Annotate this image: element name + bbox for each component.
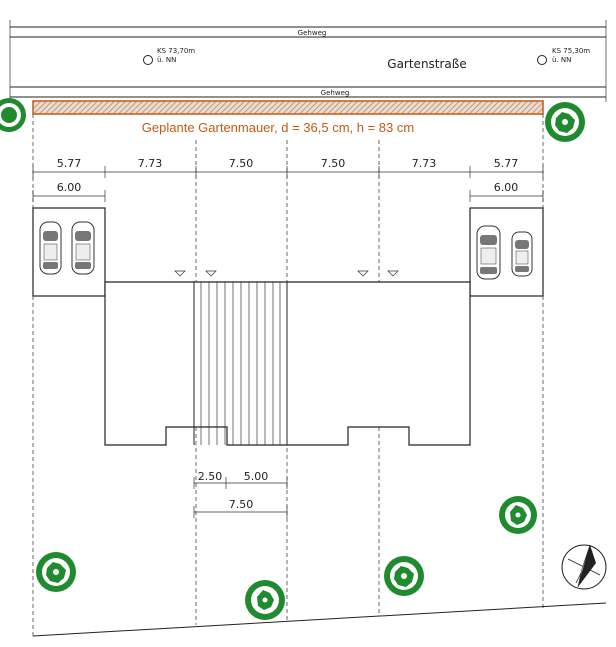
- level-left-line1: KS 73,70m: [157, 47, 195, 55]
- north-arrow-icon: [561, 544, 607, 590]
- level-marker-icon: [143, 55, 153, 65]
- top-dimension-row: 5.77 7.73 7.50 7.50 7.73 5.77: [32, 157, 544, 178]
- dim-label: 7.50: [229, 498, 254, 511]
- car-icon: [39, 221, 62, 275]
- street-area: Gehweg Gehweg Gartenstraße KS 73,70m ü. …: [9, 20, 607, 102]
- level-right-line1: KS 75,30m: [552, 47, 590, 55]
- tree-icon: [36, 552, 76, 592]
- dim-label: 7.73: [138, 157, 163, 170]
- car-icon: [476, 225, 501, 280]
- car-icon: [511, 231, 533, 277]
- level-right-line2: ü. NN: [552, 56, 571, 64]
- entrance-marker-icon: [174, 270, 186, 277]
- rear-boundary-line: [32, 602, 607, 637]
- bottom-dimensions: 2.50 5.00 7.50: [193, 470, 288, 518]
- dim-label: 7.73: [412, 157, 437, 170]
- garage-dimensions: 6.00 6.00: [32, 181, 544, 202]
- tree-icon: [0, 98, 26, 132]
- dim-label: 6.00: [57, 181, 82, 194]
- tree-icon: [545, 102, 585, 142]
- tree-icon: [384, 556, 424, 596]
- car-icon: [71, 221, 95, 275]
- level-marker-icon: [537, 55, 547, 65]
- sidewalk-label-bottom: Gehweg: [321, 89, 350, 97]
- dim-label: 7.50: [229, 157, 254, 170]
- dim-label: 5.00: [244, 470, 269, 483]
- entrance-markers: [174, 270, 399, 277]
- entrance-marker-icon: [205, 270, 217, 277]
- entrance-marker-icon: [387, 270, 399, 277]
- dim-label: 2.50: [198, 470, 223, 483]
- dim-label: 7.50: [321, 157, 346, 170]
- staircase: [193, 282, 288, 445]
- garden-wall: [32, 100, 544, 115]
- dim-label: 5.77: [494, 157, 519, 170]
- level-left-line2: ü. NN: [157, 56, 176, 64]
- street-name: Gartenstraße: [387, 57, 466, 71]
- tree-icon: [499, 496, 537, 534]
- tree-icon: [245, 580, 285, 620]
- dim-label: 5.77: [57, 157, 82, 170]
- wall-label: Geplante Gartenmauer, d = 36,5 cm, h = 8…: [142, 120, 414, 135]
- sidewalk-label-top: Gehweg: [298, 29, 327, 37]
- entrance-marker-icon: [357, 270, 369, 277]
- dim-label: 6.00: [494, 181, 519, 194]
